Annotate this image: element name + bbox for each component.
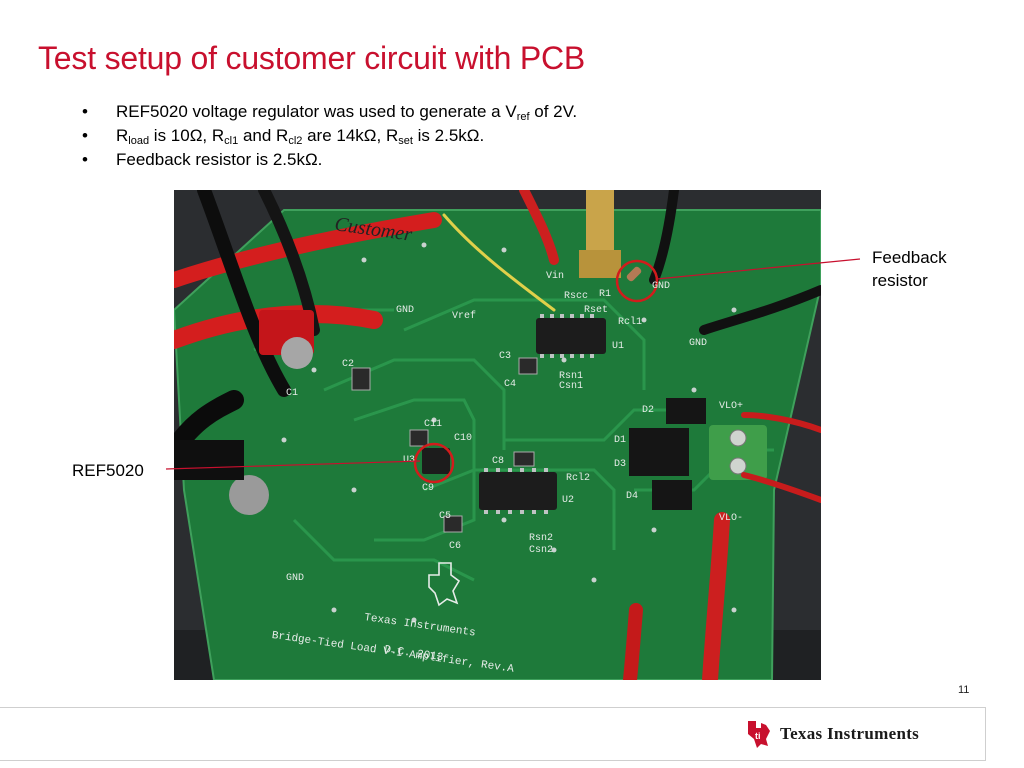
svg-text:C11: C11: [424, 419, 442, 430]
bullet-list: • REF5020 voltage regulator was used to g…: [80, 100, 577, 172]
svg-text:R1: R1: [599, 289, 611, 300]
svg-text:GND: GND: [286, 573, 304, 584]
svg-text:Vin: Vin: [546, 270, 564, 282]
subscript: ref: [516, 111, 530, 123]
bullet-item: • REF5020 voltage regulator was used to g…: [80, 100, 577, 124]
callout-ref5020: REF5020: [72, 461, 144, 480]
terminal-block: [709, 425, 767, 480]
ti-logo: ti Texas Instruments: [746, 718, 919, 750]
svg-text:GND: GND: [652, 281, 670, 292]
bullet-dot: •: [82, 150, 88, 169]
bullet-text: R: [116, 126, 129, 145]
svg-text:U3: U3: [403, 455, 415, 466]
slide-title: Test setup of customer circuit with PCB: [38, 40, 586, 76]
svg-text:Csn1: Csn1: [559, 381, 583, 392]
svg-text:D2: D2: [642, 405, 654, 416]
svg-text:C9: C9: [422, 483, 434, 494]
svg-text:D4: D4: [626, 491, 638, 502]
ic-u3: [422, 448, 450, 474]
diode-d3: [629, 452, 689, 476]
footer-bar: [0, 707, 986, 761]
svg-text:Vref: Vref: [452, 310, 476, 322]
cap-c8: [513, 451, 535, 467]
diode-d1: [629, 428, 689, 452]
callout-feedback-resistor: Feedback resistor: [872, 246, 947, 292]
bullet-text: REF5020 voltage regulator was used to ge…: [116, 102, 517, 121]
svg-text:Rsn1: Rsn1: [559, 371, 583, 382]
pcb-photo: Vin GND GND Vref GND GND C1 C2 C3 C4 C5 …: [174, 190, 821, 680]
ic-u2: [479, 472, 557, 510]
svg-text:C2: C2: [342, 359, 354, 370]
svg-text:Rscc: Rscc: [564, 291, 588, 302]
cap-c11: [409, 429, 429, 447]
diode-d4: [652, 480, 692, 510]
svg-text:GND: GND: [396, 305, 414, 316]
silkscreen-labels: Vin GND GND Vref GND GND C1 C2 C3 C4 C5 …: [286, 270, 743, 584]
ti-logo-text: Texas Instruments: [780, 724, 920, 743]
svg-text:Rsn2: Rsn2: [529, 533, 553, 544]
cap-c2: [351, 367, 371, 391]
ic-u1: [536, 318, 606, 354]
svg-text:Csn2: Csn2: [529, 545, 553, 556]
diode-d2: [666, 398, 706, 424]
svg-text:C3: C3: [499, 351, 511, 362]
svg-text:Rset: Rset: [584, 305, 608, 316]
pcb-vias: [281, 242, 737, 623]
sma-connector: [586, 190, 614, 260]
svg-text:VLO+: VLO+: [719, 401, 743, 412]
svg-text:U1: U1: [612, 341, 624, 352]
svg-text:ti: ti: [755, 731, 761, 741]
subscript: cl2: [288, 135, 303, 147]
svg-text:Rcl1: Rcl1: [618, 316, 642, 328]
svg-text:Rcl2: Rcl2: [566, 472, 590, 484]
highlight-feedback-resistor: [615, 259, 659, 303]
bullet-text: Feedback resistor is 2.5kΩ.: [116, 150, 323, 169]
bullet-dot: •: [82, 102, 88, 121]
svg-text:C4: C4: [504, 379, 516, 390]
binding-post-metal: [229, 475, 269, 515]
svg-text:C1: C1: [286, 388, 298, 399]
page-number: 11: [958, 684, 970, 696]
svg-text:U2: U2: [562, 495, 574, 506]
bullet-text: is 2.5kΩ.: [412, 126, 485, 145]
board-ti-logo: [428, 562, 461, 607]
callout-line: Feedback: [872, 248, 947, 267]
bullet-text: and R: [238, 126, 289, 145]
pcb-illustration: Vin GND GND Vref GND GND C1 C2 C3 C4 C5 …: [174, 190, 821, 680]
bullet-dot: •: [82, 126, 88, 145]
svg-text:C6: C6: [449, 541, 461, 552]
bullet-item: • Rload is 10Ω, Rcl1 and Rcl2 are 14kΩ, R…: [80, 124, 577, 148]
bullet-text: of 2V.: [529, 102, 578, 121]
svg-text:C5: C5: [439, 511, 451, 522]
cap-c3: [518, 357, 538, 375]
feedback-resistor-part: [626, 266, 642, 282]
svg-text:C8: C8: [492, 456, 504, 467]
bullet-item: • Feedback resistor is 2.5kΩ.: [80, 148, 577, 172]
bullet-text: are 14kΩ, R: [302, 126, 399, 145]
bullet-text: is 10Ω, R: [149, 126, 225, 145]
pcb-board: [174, 210, 821, 680]
ti-state-icon: ti: [748, 721, 770, 748]
svg-text:D3: D3: [614, 459, 626, 470]
svg-text:VLO-: VLO-: [719, 513, 743, 524]
svg-text:GND: GND: [689, 338, 707, 349]
svg-text:C10: C10: [454, 433, 472, 444]
svg-text:D1: D1: [614, 435, 626, 446]
subscript: cl1: [224, 135, 239, 147]
subscript: set: [398, 135, 413, 147]
pcb-traces: [253, 298, 774, 582]
cap-c5: [443, 515, 463, 533]
subscript: load: [128, 135, 150, 147]
callout-line: resistor: [872, 271, 928, 290]
